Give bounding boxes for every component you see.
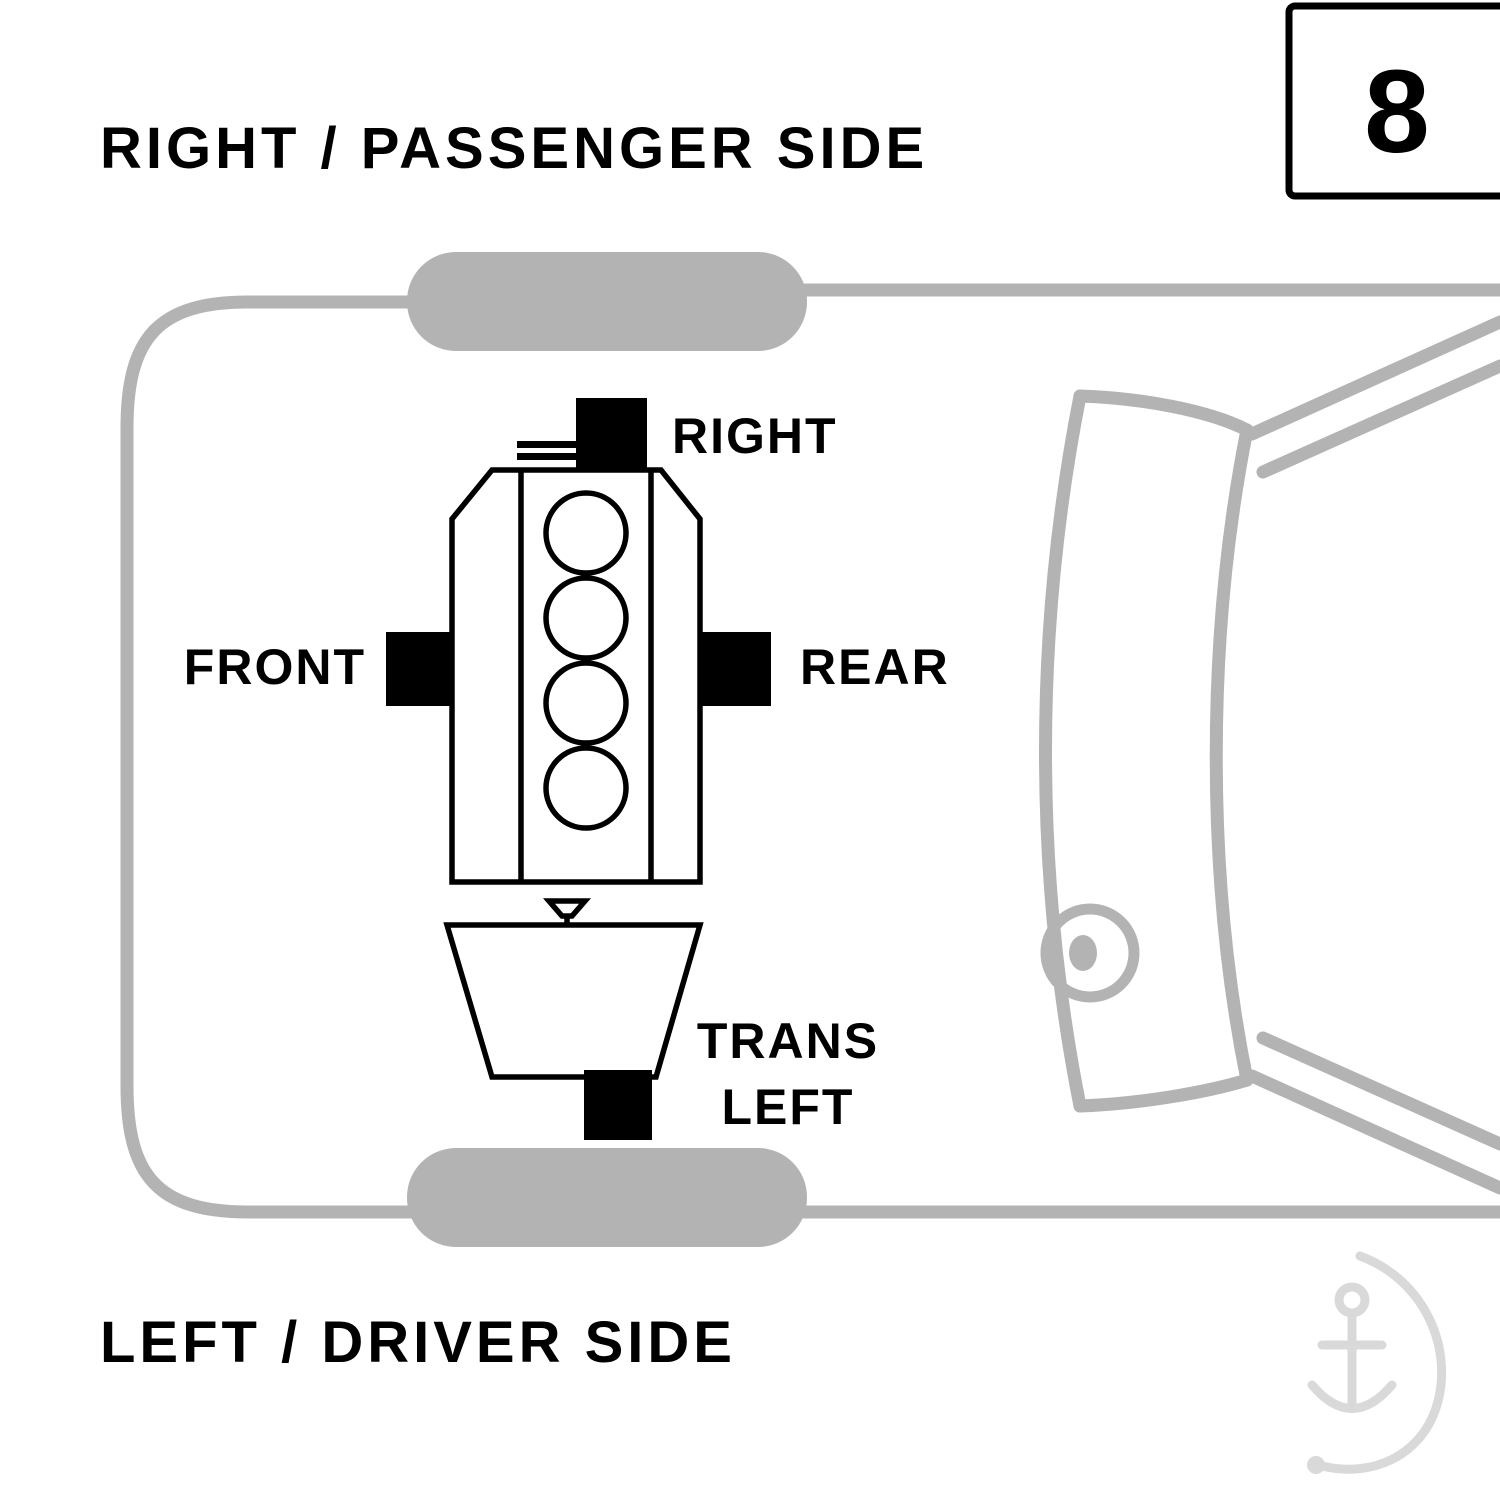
- page-number-border: [1285, 2, 1500, 200]
- engine-pin-upper: [517, 441, 579, 448]
- right-mount-label: RIGHT: [672, 408, 838, 464]
- transmission: [443, 898, 704, 1080]
- steering-circle: [1040, 903, 1140, 1003]
- engine-pin-lower: [517, 453, 579, 460]
- watermark-swoosh-icon: [1317, 1251, 1447, 1474]
- trans-funnel-icon: [542, 898, 592, 925]
- trans-left-label-line1: TRANS: [697, 1013, 879, 1069]
- engine-block: [449, 441, 703, 885]
- rear-mount-marker: [699, 632, 771, 706]
- cylinder-3: [543, 660, 629, 746]
- watermark-anchor-logo: [1307, 1251, 1447, 1474]
- rear-mount-label: REAR: [800, 639, 950, 695]
- transmission-outline: [443, 922, 704, 1080]
- rear-tire: [407, 1148, 807, 1247]
- mount-markers: [386, 398, 771, 1140]
- page-number-box: 8: [1285, 2, 1500, 200]
- windshield-outer-curve: [1039, 389, 1087, 1113]
- fender-bottom-line-1: [1245, 1069, 1500, 1195]
- car-body-left-outline: [120, 295, 431, 1219]
- cylinder-1: [543, 490, 629, 576]
- fender-top-line-2: [1256, 359, 1500, 479]
- windshield-top-edge: [1073, 389, 1254, 437]
- car-outline: [120, 252, 1500, 1247]
- bottom-side-title: LEFT / DRIVER SIDE: [100, 1310, 736, 1375]
- windshield-bottom-edge: [1073, 1073, 1254, 1113]
- anchor-hook-icon: [1307, 1380, 1397, 1413]
- trans-left-label-line2: LEFT: [722, 1079, 855, 1135]
- fender-top-line-1: [1245, 315, 1500, 441]
- windshield-inner-curve: [1209, 423, 1254, 1087]
- top-side-title: RIGHT / PASSENGER SIDE: [100, 116, 928, 181]
- cylinder-2: [543, 575, 629, 661]
- right-mount-marker: [576, 398, 647, 472]
- fender-bottom-line-2: [1256, 1031, 1500, 1151]
- watermark-swoosh-dot: [1307, 1456, 1325, 1474]
- cylinder-4: [543, 745, 629, 831]
- steering-hub-dot: [1069, 935, 1097, 971]
- page-number: 8: [1364, 46, 1430, 178]
- front-mount-label: FRONT: [184, 639, 366, 695]
- front-tire: [407, 252, 807, 351]
- front-mount-marker: [386, 632, 453, 706]
- trans-left-mount-marker: [584, 1070, 652, 1140]
